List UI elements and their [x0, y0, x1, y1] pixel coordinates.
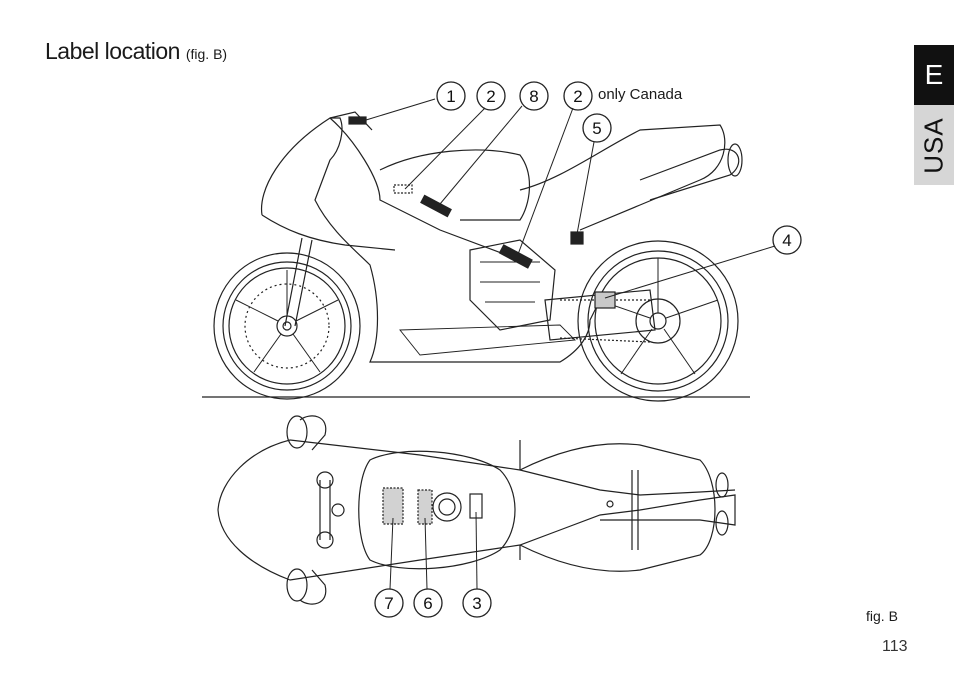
callout-6: [413, 588, 443, 618]
canada-note: only Canada: [598, 86, 683, 103]
language-tab-label: E: [924, 59, 944, 90]
callout-7: [374, 588, 404, 618]
region-tab: USA: [914, 105, 954, 185]
top-callouts: [374, 588, 492, 618]
title-text: Label location: [45, 38, 180, 64]
page-number: 113: [882, 638, 908, 655]
callout-label: 5: [592, 119, 601, 138]
callout-label: 2: [486, 87, 495, 106]
callout-4: [772, 225, 802, 255]
callout-8: [519, 81, 549, 111]
motorcycle-side-view: [202, 111, 750, 402]
callout-1: [436, 81, 466, 111]
callout-label: 2: [573, 87, 582, 106]
motorcycle-top-view: [217, 415, 736, 605]
page-title: Label location (fig. B): [45, 38, 227, 65]
side-callouts: [436, 81, 802, 255]
side-callout-leaders: [365, 98, 776, 299]
callout-label: 8: [529, 87, 538, 106]
callout-label: 1: [446, 87, 455, 106]
callout-3: [462, 588, 492, 618]
callout-label: 7: [384, 594, 393, 613]
callout-5: [582, 113, 612, 143]
callout-label: 4: [782, 231, 791, 250]
language-tab: E: [914, 45, 954, 105]
callout-label: 6: [423, 594, 432, 613]
callout-2-canada: [563, 81, 593, 111]
figure-caption: fig. B: [866, 608, 898, 624]
callout-2: [476, 81, 506, 111]
top-callout-leaders: [389, 511, 478, 590]
callout-label: 3: [472, 594, 481, 613]
title-suffix: (fig. B): [185, 46, 228, 62]
